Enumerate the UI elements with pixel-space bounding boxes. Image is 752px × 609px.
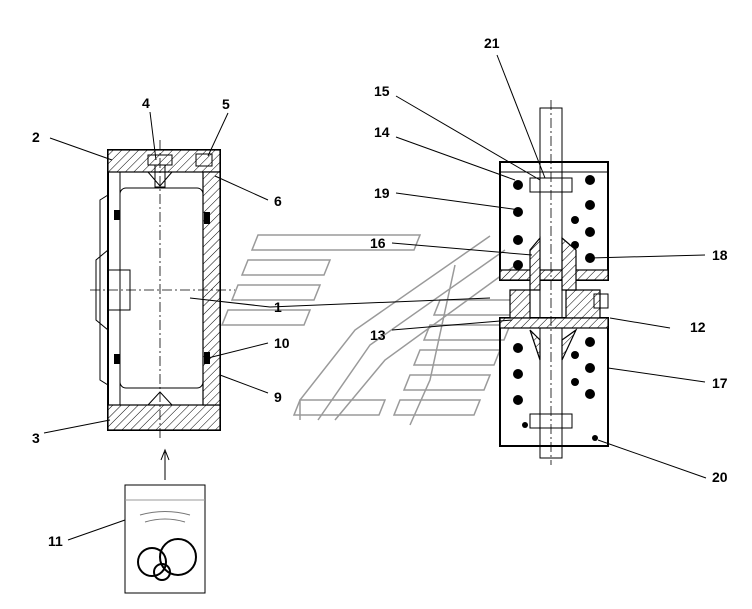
seal-kit-bag bbox=[124, 448, 206, 594]
callout-19: 19 bbox=[374, 185, 390, 201]
callout-15: 15 bbox=[374, 83, 390, 99]
callout-labels: 1 2 3 4 5 6 9 10 11 12 13 14 15 16 17 18… bbox=[32, 35, 728, 549]
left-cylinder-assembly bbox=[90, 140, 235, 440]
callout-14: 14 bbox=[374, 124, 390, 140]
callout-2: 2 bbox=[32, 129, 40, 145]
callout-13: 13 bbox=[370, 327, 386, 343]
callout-1: 1 bbox=[274, 299, 282, 315]
callout-16: 16 bbox=[370, 235, 386, 251]
right-valve-assembly bbox=[499, 100, 609, 465]
callout-18: 18 bbox=[712, 247, 728, 263]
callout-4: 4 bbox=[142, 95, 150, 111]
callout-9: 9 bbox=[274, 389, 282, 405]
callout-17: 17 bbox=[712, 375, 728, 391]
callout-10: 10 bbox=[274, 335, 290, 351]
leader-lines bbox=[43, 54, 707, 541]
callout-11: 11 bbox=[48, 533, 63, 549]
callout-3: 3 bbox=[32, 430, 40, 446]
callout-5: 5 bbox=[222, 96, 230, 112]
callout-20: 20 bbox=[712, 469, 728, 485]
watermark-logo bbox=[220, 234, 522, 426]
callout-12: 12 bbox=[690, 319, 706, 335]
callout-6: 6 bbox=[274, 193, 282, 209]
callout-21: 21 bbox=[484, 35, 500, 51]
